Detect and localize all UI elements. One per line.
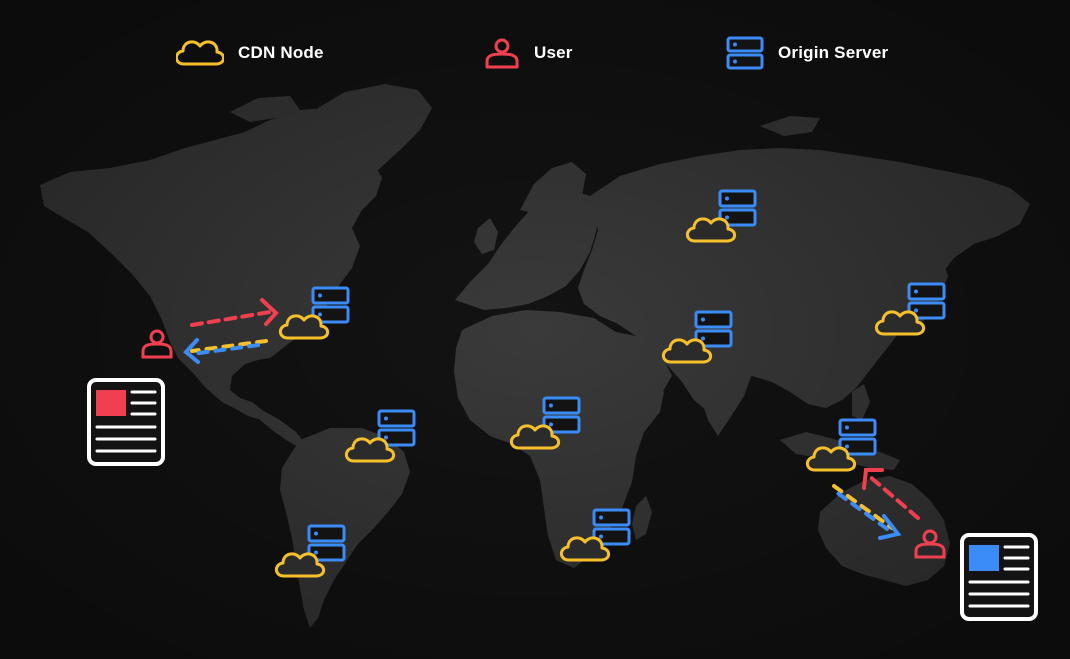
cloud-icon	[274, 552, 326, 578]
server-stack-icon	[718, 189, 757, 227]
cloud-icon	[509, 424, 561, 450]
web-page-icon-red	[87, 378, 165, 466]
node-russia	[685, 189, 757, 243]
legend-label-origin-server: Origin Server	[778, 43, 889, 62]
arrowhead-response-australia	[878, 514, 902, 540]
request-arrow-australia	[866, 473, 920, 520]
response-arrow-australia-blue	[830, 487, 892, 533]
response-arrow-west-us-yellow	[190, 339, 268, 353]
legend: CDN Node User Origin Server	[0, 30, 1070, 76]
response-arrow-australia-yellow	[832, 484, 894, 530]
arrowhead-response-west-us	[183, 338, 200, 364]
legend-label-user: User	[534, 43, 573, 62]
request-arrow-west-us	[190, 310, 272, 327]
cloud-icon	[805, 446, 857, 472]
web-page-icon-blue	[960, 533, 1038, 621]
server-stack-icon	[307, 524, 346, 562]
server-stack-icon	[311, 286, 350, 324]
person-icon	[485, 38, 519, 69]
server-stack-icon	[542, 396, 581, 434]
node-southeast-asia	[805, 418, 877, 472]
node-central-asia	[661, 310, 733, 364]
cloud-icon	[661, 338, 713, 364]
cloud-icon	[874, 310, 926, 336]
server-stack-icon	[377, 409, 416, 447]
legend-item-cdn-node: CDN Node	[176, 30, 324, 76]
user-icon-australia	[914, 529, 946, 559]
node-japan	[874, 282, 946, 336]
node-west-africa	[509, 396, 581, 450]
node-south-america-south	[274, 524, 346, 578]
legend-item-user: User	[484, 30, 573, 76]
cloud-icon	[344, 437, 396, 463]
server-stack-icon	[726, 36, 764, 70]
node-southern-africa	[559, 508, 631, 562]
user-icon-west-us	[141, 329, 173, 359]
server-stack-icon	[838, 418, 877, 456]
node-south-america-north	[344, 409, 416, 463]
legend-item-origin-server: Origin Server	[726, 30, 888, 76]
cloud-icon	[176, 40, 224, 66]
response-arrow-west-us-blue	[190, 342, 268, 356]
legend-label-cdn-node: CDN Node	[238, 43, 324, 62]
arrowhead-request-australia	[862, 468, 884, 490]
node-north-america-east	[278, 286, 350, 340]
cloud-icon	[278, 314, 330, 340]
arrowhead-request-west-us	[260, 298, 279, 326]
cloud-icon	[685, 217, 737, 243]
cloud-icon	[559, 536, 611, 562]
